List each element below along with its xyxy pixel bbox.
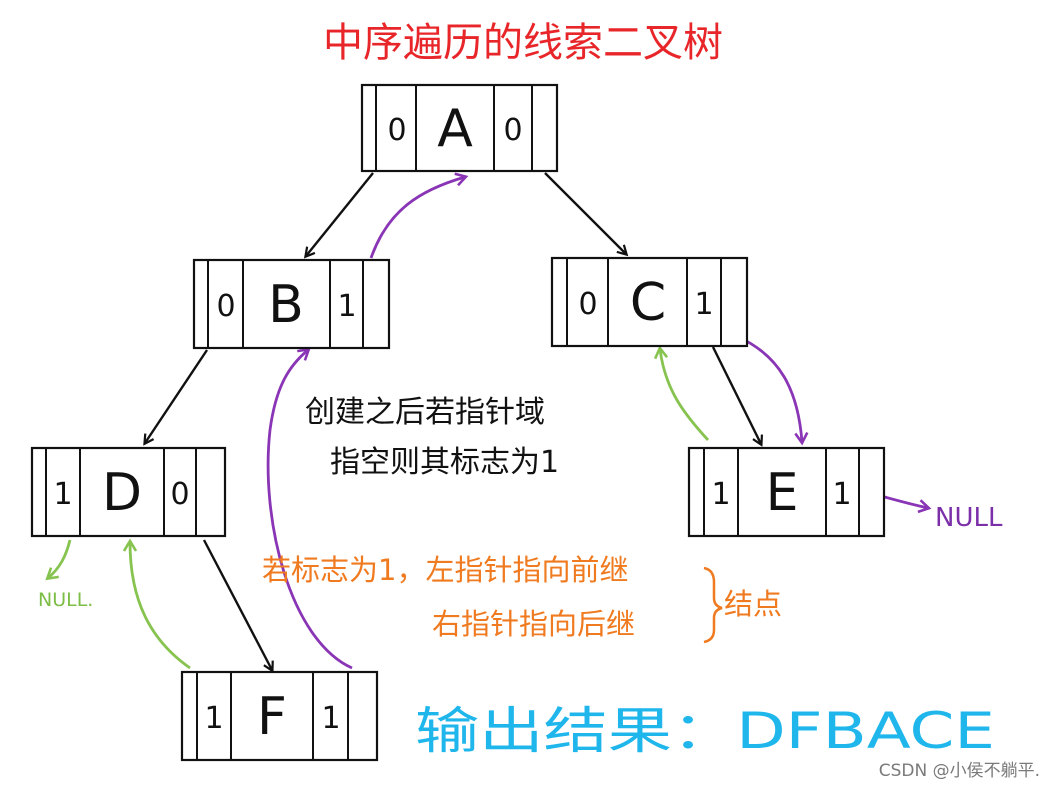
note-flag-rule-suffix: 结点	[724, 587, 782, 621]
node-d-letter: D	[102, 463, 142, 523]
thread-e-to-c	[660, 349, 710, 441]
node-c: 0 C 1	[550, 256, 749, 348]
node-d-ltag: 1	[53, 477, 72, 512]
note-empty-pointer-line1: 创建之后若指针域	[305, 395, 545, 430]
output-result: 输出结果：DFBACE	[415, 702, 995, 760]
node-c-letter: C	[630, 273, 666, 333]
edge-a-to-c	[544, 172, 626, 254]
node-e-ltag: 1	[711, 477, 730, 512]
thread-d-to-null	[48, 539, 72, 578]
node-b-rtag: 1	[337, 289, 356, 324]
thread-c-to-e	[735, 334, 802, 442]
thread-f-to-b	[266, 350, 353, 670]
edge-b-to-d	[145, 349, 208, 443]
thread-f-to-d	[130, 542, 191, 670]
node-b-letter: B	[268, 275, 304, 335]
node-f-ltag: 1	[204, 701, 223, 736]
node-e: 1 E 1	[687, 446, 886, 538]
node-a-ltag: 0	[387, 113, 406, 148]
null-label-d-left: NULL.	[38, 589, 93, 611]
node-e-rtag: 1	[832, 477, 851, 512]
note-empty-pointer-line2: 指空则其标志为1	[330, 445, 559, 480]
node-d: 1 D 0	[30, 446, 227, 538]
edge-a-to-b	[306, 172, 374, 256]
node-c-rtag: 1	[694, 287, 713, 322]
node-a-rtag: 0	[503, 113, 522, 148]
note-bracket	[703, 566, 723, 644]
node-a-letter: A	[437, 99, 473, 159]
node-f-letter: F	[257, 687, 287, 747]
note-flag-rule-line1: 若标志为1，左指针指向前继	[262, 553, 628, 587]
node-d-rtag: 0	[170, 477, 189, 512]
note-flag-rule-line2: 右指针指向后继	[432, 607, 635, 641]
edge-c-to-e	[711, 346, 761, 444]
watermark: CSDN @小侯不躺平.	[879, 761, 1040, 781]
node-f-rtag: 1	[321, 701, 340, 736]
node-b: 0 B 1	[192, 258, 391, 350]
node-b-ltag: 0	[216, 289, 235, 324]
node-a: 0 A 0	[360, 83, 559, 173]
diagram-title: 中序遍历的线索二叉树	[323, 20, 723, 66]
node-f: 1 F 1	[180, 670, 379, 762]
edge-d-to-f	[202, 539, 272, 670]
node-c-ltag: 0	[578, 287, 597, 322]
thread-b-to-a	[369, 177, 465, 259]
null-label-e-right: NULL	[935, 503, 1003, 533]
node-e-letter: E	[766, 463, 799, 523]
